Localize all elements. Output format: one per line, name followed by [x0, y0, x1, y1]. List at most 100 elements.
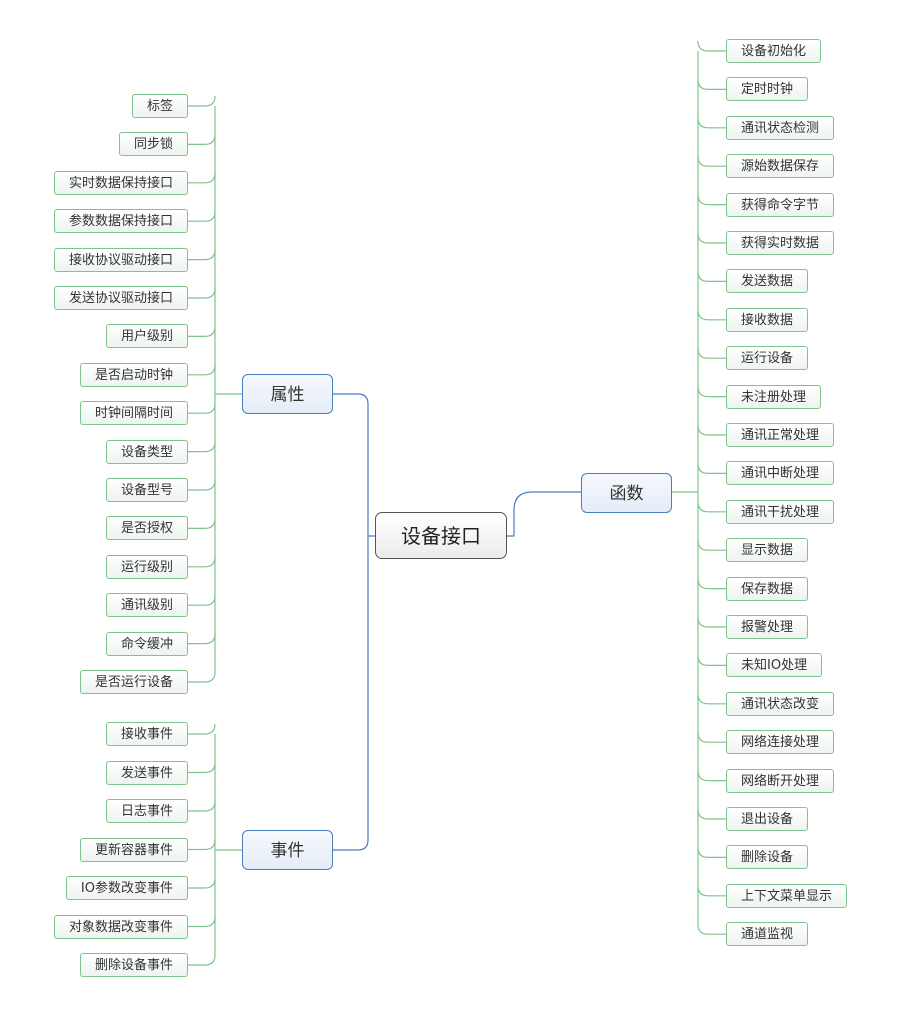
- root-node[interactable]: 设备接口: [375, 512, 507, 559]
- leaf-connector: [697, 117, 726, 129]
- leaf-connector: [188, 172, 216, 184]
- functions-item[interactable]: 获得实时数据: [726, 231, 835, 255]
- functions-item[interactable]: 通讯正常处理: [726, 423, 835, 447]
- leaf-connector: [697, 232, 726, 244]
- leaf-connector: [188, 211, 216, 222]
- properties-item[interactable]: 时钟间隔时间: [79, 401, 188, 426]
- leaf-connector: [697, 693, 726, 705]
- properties-item[interactable]: 设备型号: [105, 478, 188, 502]
- leaf-connector: [697, 463, 726, 474]
- events-item[interactable]: 对象数据改变事件: [53, 914, 188, 939]
- leaf-connector: [188, 518, 216, 529]
- events-item[interactable]: 更新容器事件: [79, 837, 188, 862]
- root-left-connector: [333, 393, 369, 851]
- branch-functions[interactable]: 函数: [581, 473, 672, 513]
- functions-item[interactable]: 通讯干扰处理: [726, 499, 835, 524]
- leaf-connector: [188, 916, 216, 928]
- leaf-connector: [188, 556, 216, 568]
- functions-item[interactable]: 保存数据: [726, 576, 809, 601]
- events-item[interactable]: 日志事件: [105, 799, 188, 823]
- leaf-connector: [188, 249, 216, 261]
- leaf-connector: [188, 877, 216, 889]
- functions-item[interactable]: 发送数据: [726, 269, 809, 294]
- functions-item[interactable]: 运行设备: [726, 346, 809, 371]
- leaf-connector: [188, 326, 216, 337]
- leaf-connector: [188, 364, 216, 376]
- functions-item[interactable]: 未知IO处理: [726, 653, 823, 678]
- leaf-connector: [188, 762, 216, 774]
- leaf-connector: [697, 424, 726, 436]
- leaf-connector: [697, 655, 726, 666]
- leaf-connector: [188, 134, 216, 145]
- leaf-connector: [697, 348, 726, 359]
- properties-item[interactable]: 接收协议驱动接口: [53, 247, 188, 272]
- functions-item[interactable]: 网络断开处理: [726, 768, 835, 793]
- properties-item[interactable]: 标签: [131, 94, 188, 118]
- leaf-connector: [697, 770, 726, 782]
- leaf-connector: [697, 578, 726, 590]
- functions-item[interactable]: 接收数据: [726, 307, 809, 332]
- functions-item[interactable]: 报警处理: [726, 615, 809, 639]
- leaf-connector: [188, 441, 216, 453]
- properties-item[interactable]: 运行级别: [105, 554, 188, 579]
- functions-item[interactable]: 设备初始化: [726, 39, 822, 63]
- properties-item[interactable]: 实时数据保持接口: [53, 170, 188, 195]
- leaf-connector: [188, 403, 216, 414]
- root-right-connector: [507, 491, 581, 537]
- leaf-connector: [188, 671, 216, 683]
- leaf-connector: [188, 800, 216, 812]
- functions-item[interactable]: 通讯状态检测: [726, 115, 835, 140]
- leaf-connector: [188, 95, 216, 107]
- events-item[interactable]: IO参数改变事件: [65, 876, 188, 900]
- leaf-connector: [697, 732, 726, 743]
- leaf-connector: [697, 194, 726, 206]
- properties-item[interactable]: 是否授权: [105, 516, 188, 541]
- branch-properties[interactable]: 属性: [242, 374, 333, 414]
- functions-item[interactable]: 网络连接处理: [726, 730, 835, 755]
- leaf-connector: [697, 540, 726, 551]
- leaf-connector: [188, 633, 216, 645]
- leaf-connector: [697, 501, 726, 513]
- properties-item[interactable]: 是否启动时钟: [79, 362, 188, 387]
- events-item[interactable]: 删除设备事件: [79, 953, 188, 977]
- leaf-connector: [697, 924, 726, 935]
- leaf-connector: [188, 595, 216, 606]
- functions-item[interactable]: 定时时钟: [726, 77, 809, 102]
- functions-item[interactable]: 通讯中断处理: [726, 461, 835, 486]
- properties-item[interactable]: 命令缓冲: [105, 631, 188, 656]
- functions-item[interactable]: 通道监视: [726, 922, 809, 947]
- leaf-connector: [697, 885, 726, 897]
- leaf-connector: [697, 309, 726, 321]
- leaf-connector: [188, 954, 216, 966]
- leaf-connector: [697, 386, 726, 398]
- leaf-connector: [188, 839, 216, 851]
- functions-item[interactable]: 显示数据: [726, 538, 809, 563]
- events-item[interactable]: 接收事件: [105, 722, 188, 746]
- leaf-connector: [697, 156, 726, 167]
- functions-item[interactable]: 退出设备: [726, 807, 809, 831]
- leaf-connector: [697, 616, 726, 628]
- events-item[interactable]: 发送事件: [105, 760, 188, 785]
- leaf-connector: [697, 808, 726, 820]
- functions-item[interactable]: 源始数据保存: [726, 154, 835, 179]
- properties-item[interactable]: 参数数据保持接口: [53, 209, 188, 234]
- properties-item[interactable]: 是否运行设备: [79, 670, 188, 694]
- properties-item[interactable]: 设备类型: [105, 439, 188, 464]
- leaf-connector: [697, 40, 726, 52]
- functions-item[interactable]: 删除设备: [726, 845, 809, 870]
- properties-item[interactable]: 同步锁: [118, 132, 188, 157]
- functions-item[interactable]: 未注册处理: [726, 384, 822, 409]
- functions-item[interactable]: 获得命令字节: [726, 192, 835, 217]
- properties-item[interactable]: 用户级别: [105, 324, 188, 349]
- leaf-connector: [188, 287, 216, 299]
- leaf-connector: [188, 479, 216, 491]
- functions-item[interactable]: 上下文菜单显示: [726, 883, 848, 908]
- properties-item[interactable]: 发送协议驱动接口: [53, 286, 188, 310]
- leaf-connector: [697, 847, 726, 858]
- functions-item[interactable]: 通讯状态改变: [726, 691, 835, 716]
- properties-item[interactable]: 通讯级别: [105, 593, 188, 618]
- leaf-connector: [697, 271, 726, 282]
- branch-events[interactable]: 事件: [242, 830, 333, 870]
